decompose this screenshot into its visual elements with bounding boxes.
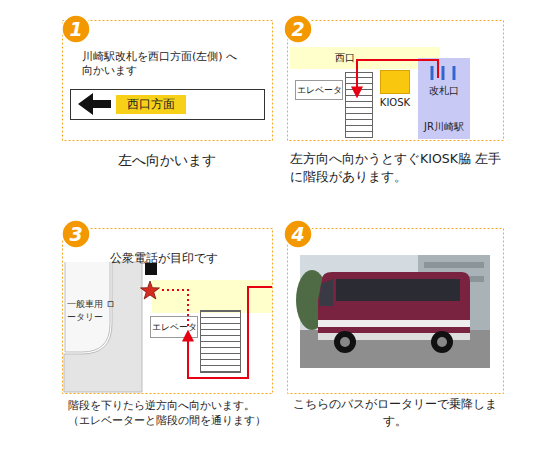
bus-body: [318, 272, 470, 340]
route-arrow: [188, 287, 272, 378]
bus-bumper: [318, 333, 470, 340]
route-dotted: [160, 290, 188, 326]
node-text: 西口: [335, 47, 355, 69]
photo-building-window: [424, 262, 484, 268]
instruction-text: 川崎駅改札を西口方面(左側) へ向かいます: [82, 50, 242, 78]
bus-wheel: [334, 331, 356, 353]
node-text: 3: [61, 219, 91, 249]
callout-circle-fill: [284, 15, 312, 43]
landmark-star: [141, 281, 160, 299]
photo-sky: [300, 255, 490, 368]
step-caption: 階段を下りたら逆方向へ向かいます。 （エレベーターと階段の間を通ります）: [68, 398, 273, 428]
panel-frame: [63, 21, 273, 141]
bus-windshield: [319, 279, 333, 306]
elevator-box: エレベータ: [150, 316, 198, 338]
node-text: エレベータ: [296, 81, 342, 99]
sign-board: [71, 90, 265, 120]
node-text: 1: [61, 14, 91, 44]
kiosk-box: KIOSK: [380, 70, 410, 94]
step-caption: 左へ向かいます: [62, 152, 272, 170]
rotary-area: 一般車用 ロータリー: [64, 262, 144, 392]
stairs-symbol: [346, 73, 373, 138]
node-text: KIOSK: [373, 97, 417, 108]
step-caption: こちらのバスがロータリーで乗降します。: [287, 396, 503, 430]
bus-photo: [296, 255, 490, 368]
bus-hub: [340, 337, 350, 347]
callout-number: 4: [283, 219, 313, 249]
bus-hub: [437, 337, 447, 347]
panel-frame: [288, 21, 504, 141]
photo-building-window: [424, 276, 484, 282]
node-text: 4: [283, 219, 313, 249]
callout-number: 3: [61, 219, 91, 249]
gate-mark: [453, 66, 456, 80]
sign-arrow: [78, 93, 111, 115]
photo-ground: [300, 330, 490, 368]
callout-circle-fill: [62, 220, 90, 248]
panel-frame: [63, 229, 273, 394]
route-arrow: [357, 60, 438, 96]
bus-stripe: [318, 320, 470, 327]
callout-circle-fill: [284, 220, 312, 248]
elevator-box: エレベータ: [295, 80, 343, 100]
node-text: 改札口: [418, 84, 470, 98]
photo-tree: [296, 270, 328, 330]
step-caption: 左方向へ向かうとすぐKIOSK脇 左手に階段があります。: [290, 150, 502, 186]
callout-number: 1: [61, 14, 91, 44]
callout-circle-fill: [62, 15, 90, 43]
callout-number: 2: [283, 14, 313, 44]
ticket-gate-area: 改札口 JR川崎駅: [418, 58, 470, 139]
node-text: エレベータ: [151, 317, 197, 337]
rotary-shape: [64, 262, 144, 392]
bus-wheel: [431, 331, 453, 353]
node-text: JR川崎駅: [418, 120, 470, 134]
node-text: 2: [283, 14, 313, 44]
panel-frame: [288, 229, 504, 394]
rotary-road: [64, 262, 142, 392]
gate-mark: [431, 66, 434, 80]
photo-building: [418, 255, 490, 333]
gate-mark: [442, 66, 445, 80]
stairs-symbol: [201, 311, 241, 373]
direction-sign: 西口方面: [116, 95, 186, 114]
platform-band: [152, 280, 272, 313]
bus-window: [336, 279, 460, 301]
landmark-note: 公衆電話が目印です: [110, 250, 250, 267]
node-text: 西口方面: [116, 95, 186, 114]
node-text: 一般車用 ロータリー: [67, 298, 117, 324]
